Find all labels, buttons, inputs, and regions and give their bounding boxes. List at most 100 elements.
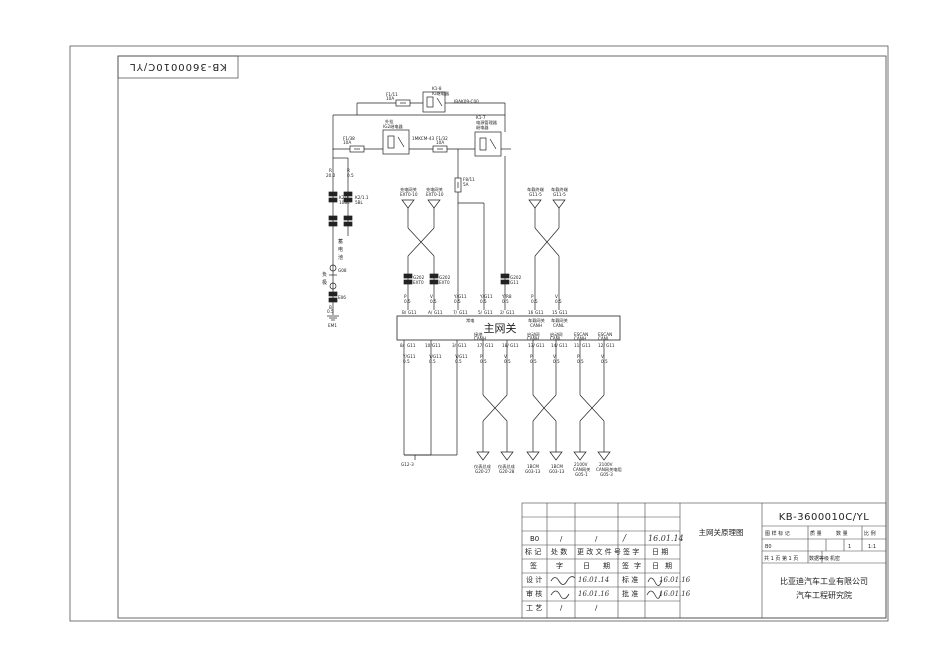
lower-wire-5: V [504, 354, 507, 359]
standard-date: 16.01.16 [659, 576, 691, 584]
left-wire-b-sub: 0.5 [347, 173, 354, 178]
ground-bottom-code: G12-3 [401, 462, 414, 467]
gw-pin-bottom-4: 17/ [477, 343, 484, 348]
module-bottom-6-name: 2100V [599, 462, 613, 467]
left-wire-a-sub: 20.0 [326, 173, 336, 178]
gw-net-bottom-1: G11 [407, 343, 416, 348]
module-bottom-2-code: G20-28 [499, 469, 515, 474]
gw-net-top-2: G11 [434, 310, 443, 315]
lower-wire-4: P [480, 354, 483, 359]
module-bottom-3-code: G03-13 [525, 469, 541, 474]
hdr-date: 日 期 [652, 548, 668, 556]
design-label: 设 计 [526, 575, 542, 584]
relay-mid-right-name: 电源管理器 [476, 119, 498, 126]
gw-pin-bottom-3: 3/ [452, 343, 457, 348]
department-name: 汽车工程研究院 [796, 590, 852, 600]
module-bottom-2-name: 仪表总成 [498, 463, 515, 470]
relay-mid-left-sub: IG2继电器 [383, 123, 404, 130]
lower-wire-8: P [577, 354, 580, 359]
approve-label: 批 准 [622, 589, 638, 598]
gw-inner-top-2: 车载网关 [528, 317, 545, 324]
lower-wire-9: V [601, 354, 604, 359]
upper-conn-3-sub: G11 [510, 280, 519, 285]
hdr-count: 处 数 [551, 547, 567, 556]
gw-pin-bottom-8: 11/ [574, 343, 581, 348]
sign-row-3: 日 [583, 562, 590, 570]
module-bottom-4-code: G03-13 [549, 469, 565, 474]
rev-mark: B0 [530, 535, 539, 543]
gw-pin-top-6: 16 [528, 310, 534, 315]
battery-label-2: 电 [338, 246, 343, 253]
lower-wire-6-size: 0.5 [530, 359, 537, 364]
rev-doc: / [595, 535, 598, 543]
fuse-1-rating: 10A [386, 96, 394, 101]
review-label: 审 核 [526, 589, 542, 598]
relay-top-code: IBAK09-C00 [454, 99, 479, 104]
gw-pin-bottom-7: 14/ [551, 343, 558, 348]
gateway-box: 主网关 B/ A/ 7/ 5/ 2/ 16 15 G11 G11 G11 G11… [396, 310, 621, 348]
fuse-2-rating: 10A [343, 140, 351, 145]
rotated-drawing-number: KB-3600010C/YL [129, 61, 227, 72]
gw-net-top-4: G11 [484, 310, 493, 315]
gw-inner-bottom-4: ESCAN [574, 332, 588, 337]
rotated-number-box: KB-3600010C/YL [117, 55, 239, 79]
upper-wire-1-size: 0.5 [404, 299, 411, 304]
module-top-2-name: 充电网关 [426, 186, 443, 193]
lower-wire-3-size: 0.5 [455, 359, 462, 364]
hdr-doc: 更 改 文 件 号 [577, 547, 621, 556]
approve-signature [646, 590, 662, 599]
gw-net-top-6: G11 [535, 310, 544, 315]
approve-date: 16.01.16 [659, 590, 691, 598]
gw-inner-top-3: 车载网关 [551, 317, 568, 324]
gw-pin-bottom-9: 12/ [598, 343, 605, 348]
gw-pin-bottom-5: 18/ [502, 343, 509, 348]
battery-label-1: 蓄 [338, 238, 343, 245]
left-conn3: G08 [338, 268, 347, 273]
module-bottom-5-name: 2100V [574, 462, 588, 467]
inner-frame [117, 55, 887, 619]
gw-inner-bottom-3-sub: CANL [550, 336, 562, 341]
left-conn1: K2/1 [339, 195, 349, 200]
title-block: KB-3600010C/YL 主网关原理图 B0 / / / 16.01.14 … [521, 502, 887, 619]
lower-wire-6: P [530, 354, 533, 359]
upper-wire-4: Y/G11 [479, 294, 493, 299]
gw-net-bottom-7: G11 [559, 343, 568, 348]
sign-row-2: 字 [556, 561, 563, 570]
lower-labels: Y/G11 0.5 Y/G11 0.5 Y/G11 0.5 P 0.5 V 0.… [401, 354, 622, 477]
gw-pin-top-1: B/ [402, 310, 407, 315]
lower-wire-4-size: 0.5 [480, 359, 487, 364]
relay-mid-left-code: 1MKCM-43 [412, 136, 435, 141]
upper-wire-4-size: 0.5 [480, 299, 487, 304]
battery-label-4: 负 [322, 271, 327, 278]
lower-wire-2-size: 0.5 [429, 359, 436, 364]
sheet-info: 共 1 页 第 1 页 [764, 555, 798, 562]
left-conn2-sub: 5BL [355, 200, 364, 205]
title-drawing-number: KB-3600010C/YL [779, 512, 870, 523]
title-drawing-name: 主网关原理图 [699, 527, 744, 537]
rev-count: / [560, 535, 563, 543]
gw-net-bottom-8: G11 [582, 343, 591, 348]
sheet-class-value: 机密 [830, 555, 840, 562]
attr-header-4: 比 例 [864, 530, 876, 537]
upper-wire-2: V [430, 294, 433, 299]
relay-top-id: K1-8 [432, 86, 442, 91]
gw-inner-bottom-2: 启动网 [527, 331, 540, 338]
fuse-2-id: F1/38 [343, 136, 355, 141]
module-top-4-name: 车载终端 [551, 186, 568, 193]
craft-label: 工 艺 [526, 604, 542, 612]
upper-conn-2: G202 [439, 275, 451, 280]
gw-net-bottom-6: G11 [536, 343, 545, 348]
module-bottom-1-code: G20-27 [475, 469, 491, 474]
module-top-1-code: EXT0-10 [400, 192, 418, 197]
fuse-3-id: F1/32 [436, 136, 448, 141]
attr-value-3: 1 [848, 544, 851, 550]
hdr-mark: 标 记 [525, 547, 541, 556]
upper-conn-1: G202 [413, 275, 425, 280]
gw-net-top-1: G11 [408, 310, 417, 315]
lower-signal-section [403, 340, 611, 461]
relay-top-name: IG继电器 [432, 90, 450, 97]
gw-pin-bottom-1: 8/ [400, 343, 405, 348]
company-name: 比亚迪汽车工业有限公司 [780, 576, 868, 586]
module-top-4-code: G11-5 [553, 192, 566, 197]
